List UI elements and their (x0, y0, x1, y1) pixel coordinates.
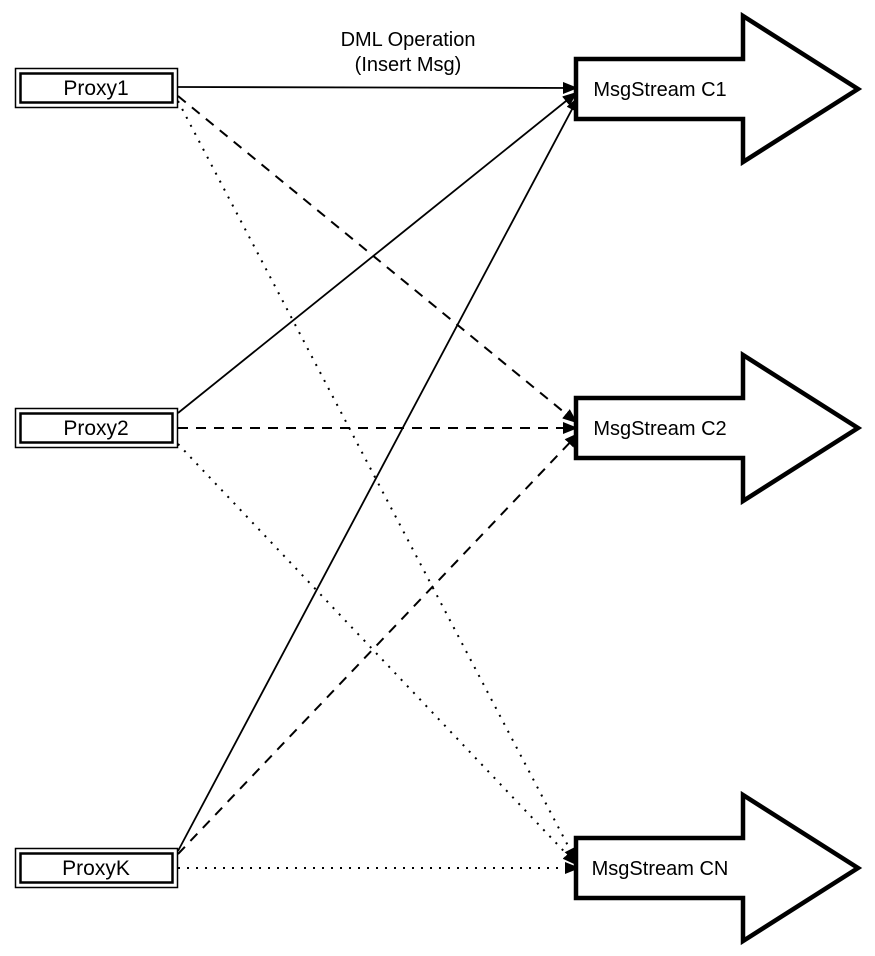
edge-proxyk-c1-solid (177, 96, 579, 852)
msgstream-c1-label: MsgStream C1 (593, 79, 726, 101)
edge-proxy1-c2-dashed (177, 95, 578, 424)
proxy1-box-outer (14, 67, 179, 109)
msgstream-c2-label: MsgStream C2 (593, 418, 726, 440)
proxyk-box-outer (14, 847, 179, 889)
node-proxyk: ProxyK (14, 847, 179, 889)
msgstream-c2-arrow-shape (573, 350, 863, 506)
node-proxy1: Proxy1 (14, 67, 179, 109)
proxyk-label: ProxyK (62, 857, 130, 880)
proxyk-box-inner (19, 852, 174, 884)
edge-proxy2-cn-dotted (177, 443, 578, 866)
msgstream-cn-label: MsgStream CN (592, 858, 729, 880)
proxy2-box-outer (14, 407, 179, 449)
edge-proxy2-c1-solid (177, 91, 578, 414)
proxy1-label: Proxy1 (63, 77, 128, 100)
msgstream-cn-arrow-shape (573, 790, 863, 946)
node-msgstream-cn: MsgStream CN (573, 790, 863, 946)
node-msgstream-c1: MsgStream C1 (573, 11, 863, 167)
edge-proxy1-c1-solid (177, 81, 578, 94)
diagram-title-line1: DML Operation (341, 29, 476, 51)
node-proxy2: Proxy2 (14, 407, 179, 449)
edge-proxyk-c2-dashed (177, 432, 580, 855)
node-msgstream-c2: MsgStream C2 (573, 350, 863, 506)
proxy1-box-inner (19, 72, 174, 104)
proxy2-box-inner (19, 412, 174, 444)
msgstream-c1-arrow-shape (573, 11, 863, 167)
proxy2-label: Proxy2 (63, 417, 128, 440)
diagram-title-line2: (Insert Msg) (355, 54, 462, 76)
